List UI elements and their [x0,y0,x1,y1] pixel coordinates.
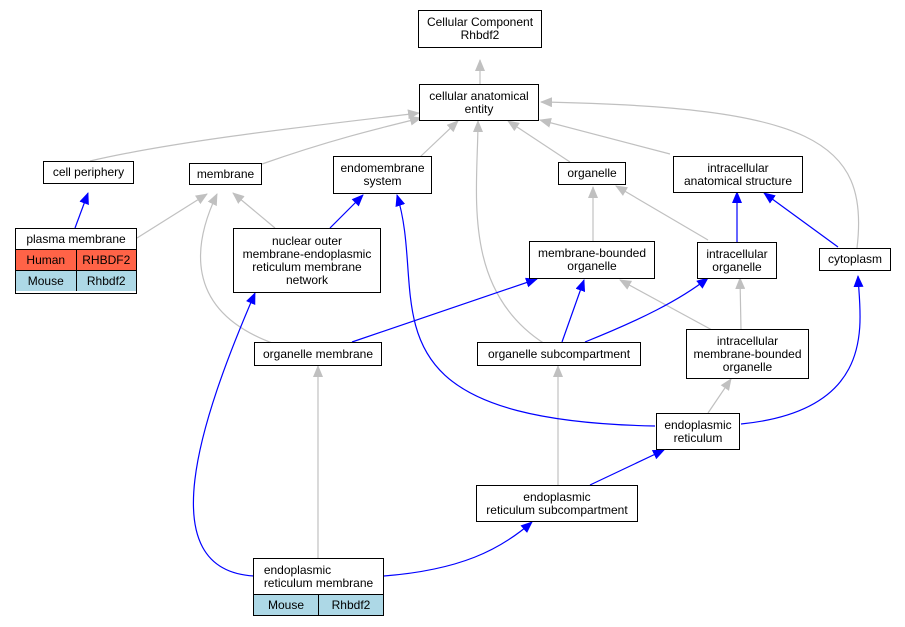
edge-nuclearouter-membrane [232,192,276,229]
edge-subcompartment-membranebounded [561,279,586,343]
edge-cytoplasm-cae [540,97,860,249]
edge-membrane-cae [261,115,422,165]
node-plasma-membrane[interactable]: plasma membrane Human RHBDF2 Mouse Rhbdf… [15,228,137,294]
plasma-membrane-title: plasma membrane [16,229,136,250]
edge-ermembrane-nuclearouter [192,292,256,577]
edge-subcompartment-cae [472,120,546,345]
node-intracellular-organelle[interactable]: intracellular organelle [697,242,777,279]
species-cell: Human [26,253,66,267]
edge-subcompartment-intracellularorganelle [584,277,709,343]
er-membrane-title: endoplasmic reticulum membrane [254,559,383,595]
edge-cellperiphery-cae [89,109,420,162]
edge-plasmamembrane-membrane [136,193,208,239]
node-cellular-anatomical-entity[interactable]: cellular anatomical entity [419,84,539,121]
node-membrane-bounded-organelle[interactable]: membrane-bounded organelle [529,241,655,279]
edge-organellemembrane-membranebounded [351,277,538,343]
node-cellular-component-root[interactable]: Cellular Component Rhbdf2 [418,10,542,48]
node-intracellular-anatomical-structure[interactable]: intracellular anatomical structure [673,156,803,193]
node-intracellular-membrane-bounded-organelle[interactable]: intracellular membrane-bounded organelle [686,329,809,379]
node-nuclear-outer-membrane-er-network[interactable]: nuclear outer membrane-endoplasmic retic… [233,228,381,293]
edge-ermembrane-ersubcompartment [383,521,533,577]
species-cell: Mouse [267,598,305,612]
edge-intracellularmbo-intracellularorganelle [735,277,746,331]
edge-plasmamembrane-cellperiphery [74,192,89,229]
edge-er-endomembrane [395,194,656,427]
edge-endomembrane-cae [419,120,459,158]
node-endoplasmic-reticulum[interactable]: endoplasmic reticulum [656,413,740,450]
node-membrane[interactable]: membrane [189,163,262,185]
edge-organelle-cae [507,120,571,163]
node-organelle-subcompartment[interactable]: organelle subcompartment [477,342,641,366]
edge-er-cytoplasm [740,275,864,425]
species-cell: Mouse [27,274,64,288]
gene-cell: RHBDF2 [75,250,137,270]
edge-cytoplasm-structure [763,192,839,248]
plasma-membrane-row-mouse: Mouse Rhbdf2 [16,270,136,291]
node-organelle[interactable]: organelle [558,162,626,185]
node-cell-periphery[interactable]: cell periphery [43,161,134,184]
node-organelle-membrane[interactable]: organelle membrane [254,342,382,366]
gene-cell: Rhbdf2 [75,271,137,291]
gene-cell: Rhbdf2 [318,595,383,615]
node-cytoplasm[interactable]: cytoplasm [819,248,891,271]
edge-er-intracellularmbo [707,378,732,414]
edge-ersubcompartment-er [589,449,665,486]
edge-nuclearouter-endomembrane [329,194,364,229]
node-er-subcompartment[interactable]: endoplasmic reticulum subcompartment [476,485,638,522]
er-membrane-row-mouse: Mouse Rhbdf2 [254,595,383,615]
node-endomembrane-system[interactable]: endomembrane system [333,156,432,194]
edge-intracellular-structure-cae [539,117,671,155]
node-er-membrane[interactable]: endoplasmic reticulum membrane Mouse Rhb… [253,558,384,616]
edge-organellemembrane-membrane [199,193,276,345]
plasma-membrane-row-human: Human RHBDF2 [16,250,136,270]
edge-intracellularorganelle-organelle [615,185,709,241]
